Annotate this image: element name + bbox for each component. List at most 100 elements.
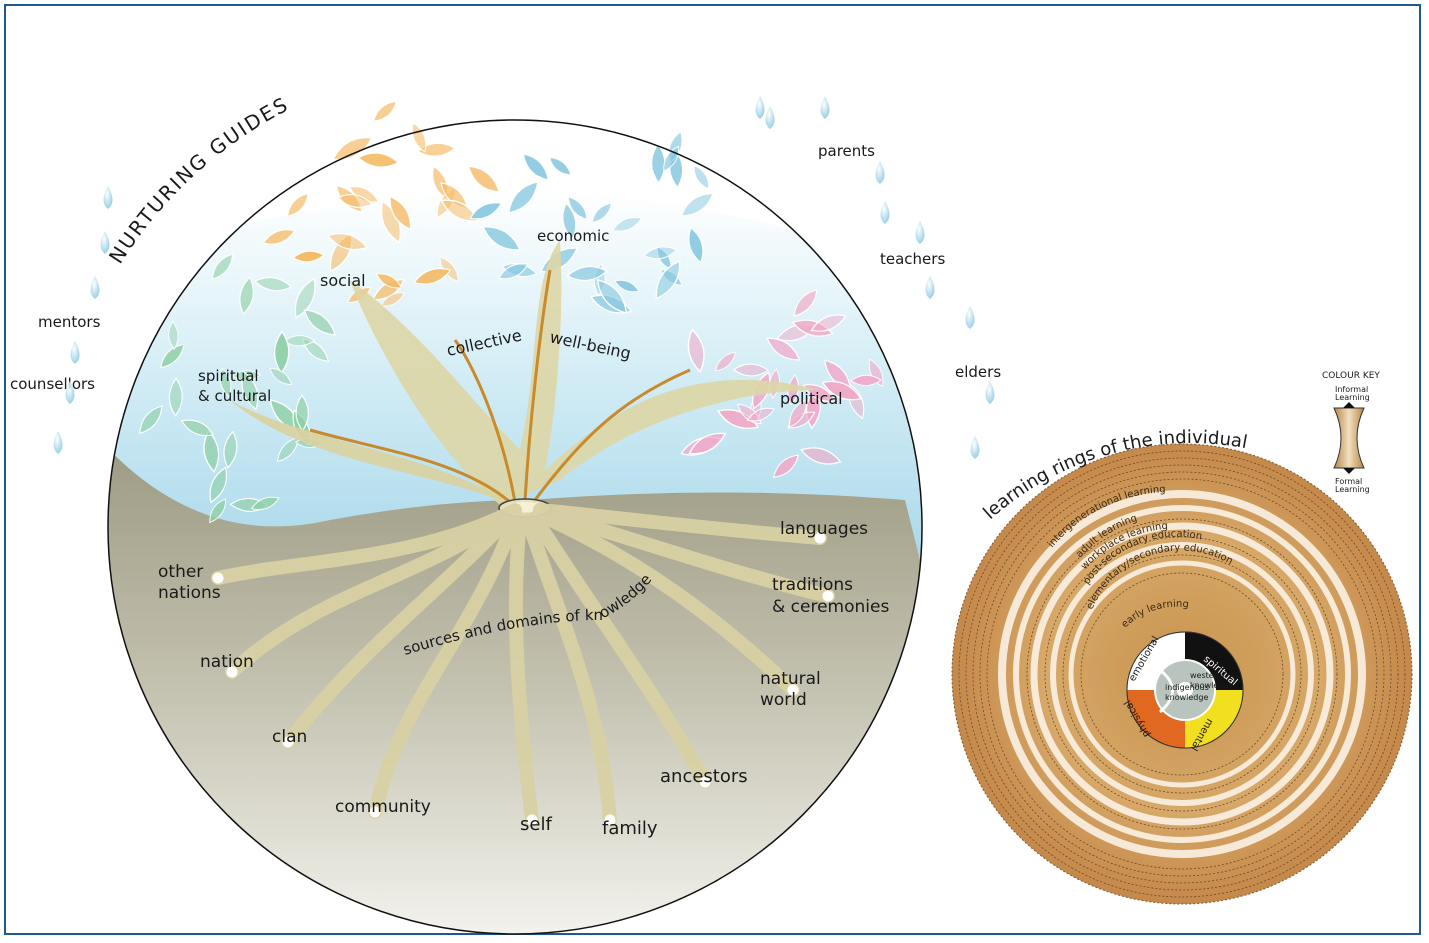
- leaf-green: [250, 496, 280, 511]
- guide-parents: parents: [818, 142, 875, 160]
- leaf-blue: [611, 217, 643, 232]
- water-drop: [985, 381, 995, 404]
- leaf-blue: [688, 226, 704, 264]
- water-drop: [103, 186, 113, 209]
- leaf-green: [203, 429, 220, 473]
- leaf-green: [219, 367, 232, 398]
- leaf-green: [211, 253, 234, 280]
- ring-line: [1080, 572, 1284, 776]
- leaf-green: [180, 419, 215, 437]
- leaf-blue: [469, 202, 503, 220]
- text-line: Formal: [1335, 477, 1362, 486]
- text-line: nations: [158, 583, 221, 603]
- leaf-orange: [287, 193, 309, 217]
- text-line: world: [760, 690, 807, 710]
- leaf-pink: [746, 407, 776, 422]
- leaf-pink: [821, 380, 863, 401]
- leaf-green: [209, 466, 228, 504]
- leaf-orange: [357, 152, 400, 168]
- text-line: spiritual: [198, 367, 259, 385]
- ring-line: [979, 471, 1385, 877]
- root-ancestors: ancestors: [660, 766, 748, 787]
- text-line: Learning: [1335, 393, 1370, 402]
- leaf-pink: [715, 351, 736, 372]
- leaf-orange: [440, 199, 480, 222]
- leaf-pink: [800, 447, 842, 465]
- ring-dashed-lines: [958, 450, 1406, 898]
- text-line: other: [158, 562, 203, 582]
- branch-social: social: [320, 271, 366, 290]
- leaf-blue: [680, 192, 714, 217]
- leaf-pink: [793, 289, 818, 317]
- root-nation: nation: [200, 652, 254, 672]
- colour-key-title: COLOUR KEY: [1322, 371, 1380, 381]
- ring-band: [1030, 522, 1334, 826]
- water-drop: [875, 161, 885, 184]
- leaf-pink: [687, 328, 705, 373]
- root-end-dot: [603, 813, 617, 827]
- sky-band: [108, 190, 922, 570]
- root-end-dot: [225, 665, 239, 679]
- leaf-pink: [688, 432, 727, 455]
- leaf-blue: [562, 202, 577, 240]
- leaf-clusters: [139, 100, 884, 524]
- leaf-blue: [482, 226, 522, 251]
- leaf-orange: [336, 194, 373, 208]
- root-end-dot: [813, 531, 827, 545]
- tree-roots: [211, 503, 835, 827]
- water-drop: [90, 276, 100, 299]
- text-line: Informal: [1335, 385, 1368, 394]
- root-end-dot: [368, 805, 382, 819]
- water-drop: [53, 431, 63, 454]
- leaf-blue: [549, 157, 572, 176]
- text-line: indigenous: [1165, 683, 1209, 692]
- leaf-green: [302, 338, 330, 362]
- leaf-pink: [810, 314, 847, 332]
- ring-line: [972, 464, 1392, 884]
- guide-counsellors: counsellors: [10, 375, 95, 393]
- leaf-blue: [596, 279, 628, 314]
- ring-band: [1050, 542, 1314, 806]
- leaf-green: [303, 309, 336, 336]
- root-end-dot: [281, 735, 295, 749]
- ring-band: [1068, 560, 1296, 788]
- water-drop: [915, 221, 925, 244]
- water-drop: [820, 96, 830, 119]
- root-end-dot: [821, 589, 835, 603]
- water-drop: [970, 436, 980, 459]
- root-community: community: [335, 797, 431, 817]
- guide-elders: elders: [955, 363, 1001, 381]
- leaf-green: [294, 277, 316, 319]
- root-family: family: [602, 818, 658, 839]
- leaf-pink: [788, 399, 807, 428]
- leaf-orange: [416, 142, 456, 157]
- text-line: knowledge: [1165, 693, 1208, 702]
- leaf-green: [276, 436, 300, 463]
- leaf-blue: [643, 246, 678, 260]
- leaf-green: [139, 405, 163, 435]
- leaf-orange: [411, 122, 427, 153]
- root-end-dot: [525, 813, 539, 827]
- text-line: & cultural: [198, 387, 271, 405]
- leaf-pink: [766, 337, 801, 361]
- text-line: western: [1190, 671, 1222, 680]
- leaf-blue: [507, 180, 539, 214]
- leaf-orange: [413, 267, 452, 285]
- ring-line: [1026, 518, 1338, 830]
- leaf-orange: [375, 273, 403, 289]
- root-traditions-ceremonies: traditions& ceremonies: [772, 575, 889, 617]
- root-languages: languages: [780, 519, 868, 539]
- leaf-green: [168, 377, 183, 417]
- leaf-blue: [498, 263, 529, 280]
- root-self: self: [520, 814, 552, 835]
- text-line: knowledge: [1190, 681, 1233, 690]
- ring-line: [958, 450, 1406, 898]
- text-line: natural: [760, 669, 821, 689]
- branch-political: political: [780, 389, 843, 408]
- leaf-blue: [591, 202, 612, 223]
